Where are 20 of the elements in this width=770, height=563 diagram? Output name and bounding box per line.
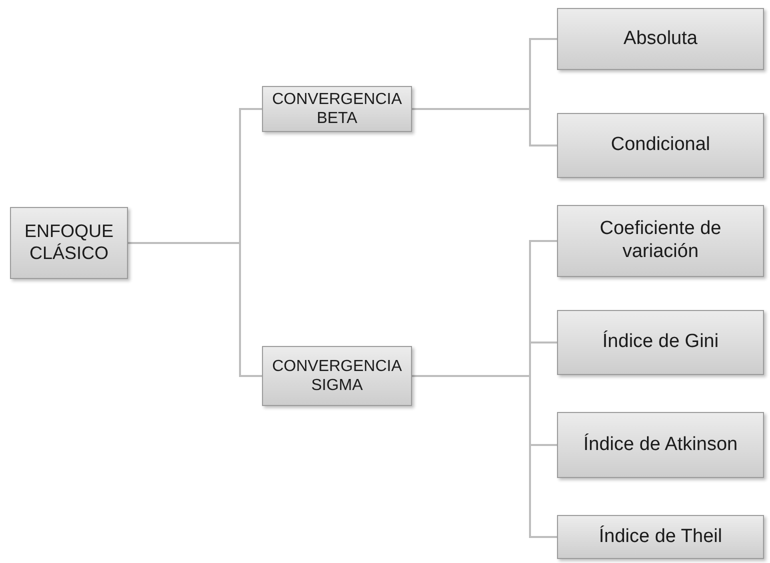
connector-line: [412, 375, 557, 538]
box-label: Índice de Theil: [598, 526, 722, 548]
connector-line: [128, 242, 262, 377]
category-box: [262, 346, 412, 406]
category-box: [557, 8, 764, 70]
box-label: Condicional: [610, 134, 710, 157]
box-label: Absoluta: [624, 28, 698, 50]
box-label: Índice de Gini: [602, 331, 719, 354]
box-label: Índice de Atkinson: [583, 434, 738, 456]
box-label: ENFOQUE CLÁSICO: [23, 221, 114, 265]
category-box: [557, 515, 764, 559]
box-label: Coeficiente de variación: [598, 218, 722, 264]
category-box: [557, 412, 764, 478]
category-box: [262, 86, 412, 132]
category-box: [557, 113, 764, 178]
box-label: CONVERGENCIA SIGMA: [271, 356, 403, 396]
category-box: [557, 205, 764, 277]
category-box: [10, 207, 128, 279]
category-box: [557, 310, 764, 375]
box-label: CONVERGENCIA BETA: [271, 90, 403, 128]
